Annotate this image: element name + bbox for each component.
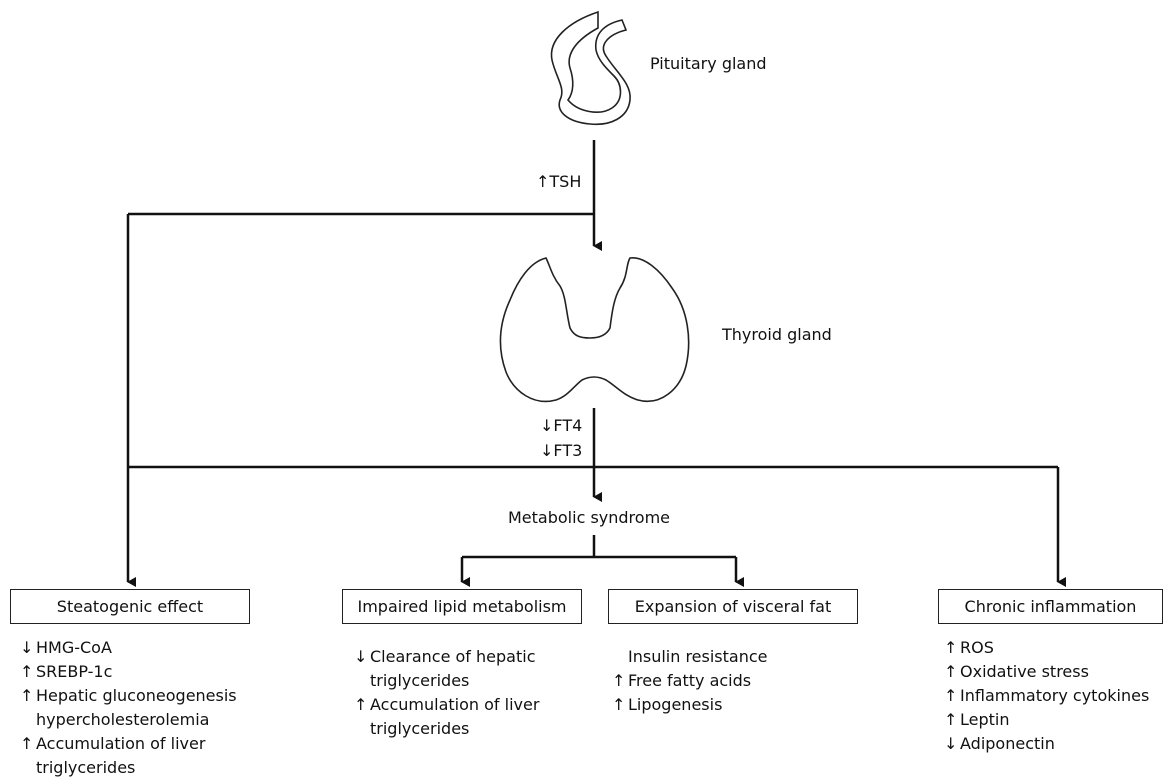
list-item: ↑SREBP-1c xyxy=(20,660,237,684)
trend-arrow: ↑ xyxy=(612,695,626,714)
ft3-label: ↓FT3 xyxy=(540,441,583,460)
list-item: Insulin resistance xyxy=(612,645,768,669)
list-item: ↑Free fatty acids xyxy=(612,669,768,693)
trend-arrow: ↑ xyxy=(944,710,958,729)
list-item-text: ROS xyxy=(960,638,994,657)
list-item-text: Hepatic gluconeogenesis xyxy=(36,686,237,705)
thyroid-label: Thyroid gland xyxy=(722,325,832,344)
visceral-fat-title: Expansion of visceral fat xyxy=(634,597,832,616)
list-item: triglycerides xyxy=(354,669,539,693)
list-item-text: Leptin xyxy=(960,710,1010,729)
ft4-label: ↓FT4 xyxy=(540,416,583,435)
steatogenic-effect-title: Steatogenic effect xyxy=(56,597,204,616)
list-item: triglycerides xyxy=(20,756,237,780)
chronic-inflammation-box: Chronic inflammation xyxy=(938,589,1163,624)
list-item: ↓HMG-CoA xyxy=(20,636,237,660)
trend-arrow: ↑ xyxy=(354,695,368,714)
list-item-text: Oxidative stress xyxy=(960,662,1089,681)
list-item-text: triglycerides xyxy=(370,671,470,690)
list-item-text: Clearance of hepatic xyxy=(370,647,536,666)
trend-arrow: ↓ xyxy=(944,734,958,753)
list-item-text: SREBP-1c xyxy=(36,662,113,681)
trend-arrow: ↑ xyxy=(20,662,34,681)
visceral-fat-list: Insulin resistance↑Free fatty acids↑Lipo… xyxy=(612,645,768,717)
list-item-text: triglycerides xyxy=(370,719,470,738)
list-item: ↑Inflammatory cytokines xyxy=(944,684,1149,708)
chronic-inflammation-list: ↑ROS↑Oxidative stress↑Inflammatory cytok… xyxy=(944,636,1149,756)
list-item-text: Inflammatory cytokines xyxy=(960,686,1150,705)
list-item: hypercholesterolemia xyxy=(20,708,237,732)
tsh-label: ↑TSH xyxy=(536,172,582,191)
impaired-lipid-metabolism-box: Impaired lipid metabolism xyxy=(342,589,582,624)
pituitary-gland-illustration xyxy=(550,10,631,126)
list-item: ↑Accumulation of liver xyxy=(20,732,237,756)
list-item-text: Lipogenesis xyxy=(628,695,723,714)
trend-arrow: ↓ xyxy=(20,638,34,657)
trend-arrow: ↑ xyxy=(944,662,958,681)
steatogenic-effect-list: ↓HMG-CoA↑SREBP-1c↑Hepatic gluconeogenesi… xyxy=(20,636,237,780)
list-item-text: Insulin resistance xyxy=(628,647,768,666)
trend-arrow: ↑ xyxy=(20,734,34,753)
visceral-fat-box: Expansion of visceral fat xyxy=(608,589,858,624)
list-item: ↑ROS xyxy=(944,636,1149,660)
chronic-inflammation-title: Chronic inflammation xyxy=(964,597,1137,616)
list-item-text: Free fatty acids xyxy=(628,671,752,690)
list-item: ↓Adiponectin xyxy=(944,732,1149,756)
pituitary-label: Pituitary gland xyxy=(650,54,767,73)
list-item: ↑Oxidative stress xyxy=(944,660,1149,684)
list-item-text: hypercholesterolemia xyxy=(36,710,210,729)
thyroid-gland-illustration xyxy=(499,257,690,403)
trend-arrow: ↓ xyxy=(354,647,368,666)
list-item: ↓Clearance of hepatic xyxy=(354,645,539,669)
metabolic-syndrome-label: Metabolic syndrome xyxy=(508,508,670,527)
list-item-text: HMG-CoA xyxy=(36,638,112,657)
list-item-text: Accumulation of liver xyxy=(370,695,540,714)
list-item: triglycerides xyxy=(354,717,539,741)
trend-arrow: ↑ xyxy=(612,671,626,690)
steatogenic-effect-box: Steatogenic effect xyxy=(10,589,250,624)
list-item: ↑Lipogenesis xyxy=(612,693,768,717)
list-item-text: triglycerides xyxy=(36,758,136,777)
impaired-lipid-metabolism-title: Impaired lipid metabolism xyxy=(357,597,567,616)
list-item: ↑Hepatic gluconeogenesis xyxy=(20,684,237,708)
list-item-text: Accumulation of liver xyxy=(36,734,206,753)
list-item: ↑Leptin xyxy=(944,708,1149,732)
trend-arrow: ↑ xyxy=(944,686,958,705)
trend-arrow: ↑ xyxy=(944,638,958,657)
list-item-text: Adiponectin xyxy=(960,734,1055,753)
list-item: ↑Accumulation of liver xyxy=(354,693,539,717)
trend-arrow: ↑ xyxy=(20,686,34,705)
